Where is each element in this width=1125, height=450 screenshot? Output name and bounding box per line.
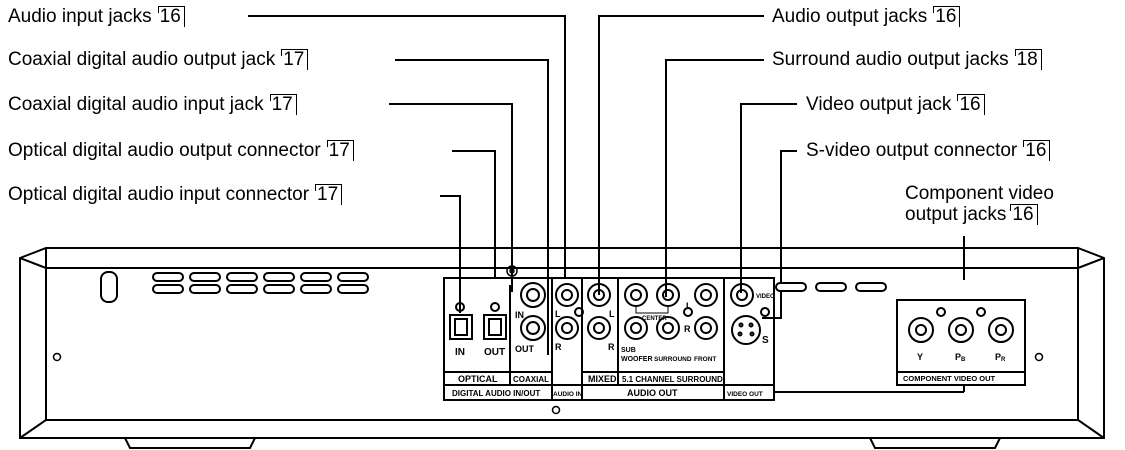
callout-svideo-output-label: S-video output connector [806,140,1018,161]
leader-optical-in [440,195,461,313]
label-digital-audio: DIGITAL AUDIO IN/OUT [452,389,540,398]
label-component-video-out: COMPONENT VIDEO OUT [903,374,996,383]
leader-audio-output [598,15,764,295]
leader-svideo-output [762,150,797,319]
callout-audio-output-ref: 16 [933,6,961,27]
label-audio-in-r: R [555,342,562,352]
video-out-box [723,277,775,401]
video-output-jack [730,283,754,307]
label-coaxial: COAXIAL [513,375,549,384]
callout-surround-output-ref: 18 [1014,49,1042,70]
callout-component-line1: Component video [905,183,1054,204]
callout-video-output-label: Video output jack [806,94,952,115]
label-mixed-l: L [609,309,615,319]
label-51-surround: 5.1 CHANNEL SURROUND [622,375,723,384]
label-mixed: MIXED [588,374,617,384]
callout-component: Component video [905,184,1054,204]
label-audio-out: AUDIO OUT [627,388,678,398]
label-front-l: L [686,301,692,311]
label-video: VIDEO [756,294,775,300]
label-s: S [762,335,769,346]
label-sub: SUB [621,347,636,354]
callout-coaxial-in-ref: 17 [269,94,297,115]
svideo-connector [731,315,761,345]
label-optical: OPTICAL [458,374,498,384]
leader-optical-out [452,150,496,278]
label-surround-r: R [684,324,691,334]
label-pr: PR [995,352,1006,363]
label-video-out: VIDEO OUT [727,391,763,398]
callout-audio-input-label: Audio input jacks [8,6,152,27]
vent-slots [100,271,887,303]
label-coax-out: OUT [515,344,535,354]
label-optical-in: IN [455,347,465,358]
callout-surround-output-label: Surround audio output jacks [772,49,1009,70]
callout-audio-output-label: Audio output jacks [772,6,928,27]
chassis [19,247,1105,449]
label-audio-in: AUDIO IN [553,391,583,398]
optical-in-connector [449,314,473,340]
leader-audio-input [248,15,566,278]
callout-optical-in-ref: 17 [315,184,343,205]
callout-coaxial-out-ref: 17 [281,49,309,70]
leader-coaxial-out [395,59,549,355]
label-pb: PB [955,352,966,363]
callout-audio-input-ref: 16 [157,6,185,27]
callout-video-output-ref: 16 [957,94,985,115]
callout-component-line2: output jacks [905,204,1007,225]
callout-coaxial-in-label: Coaxial digital audio input jack [8,94,264,115]
label-woofer: WOOFER [621,356,653,363]
callout-optical-out-ref: 17 [326,140,354,161]
component-video-box [896,299,1026,386]
label-front: FRONT [694,356,716,363]
callout-component-ref: 16 [1010,204,1038,225]
label-center: CENTER [642,316,667,322]
screws [52,265,1044,415]
label-y: Y [917,352,923,362]
label-mixed-r: R [608,342,615,352]
label-surround: SURROUND [654,356,692,363]
callout-optical-out-label: Optical digital audio output connector [8,140,321,161]
leader-video-output [740,103,797,293]
callout-optical-in-label: Optical digital audio input connector [8,184,310,205]
callout-svideo-output-ref: 16 [1023,140,1051,161]
callout-coaxial-out-label: Coaxial digital audio output jack [8,49,276,70]
label-audio-in-l: L [555,309,561,319]
label-optical-out: OUT [484,347,505,358]
optical-out-connector [483,314,507,340]
label-coax-in: IN [515,310,524,320]
coaxial-out-jack [520,315,546,341]
leader-surround-output [665,59,764,297]
leader-coaxial-in [389,103,513,292]
coaxial-in-jack [520,282,546,308]
